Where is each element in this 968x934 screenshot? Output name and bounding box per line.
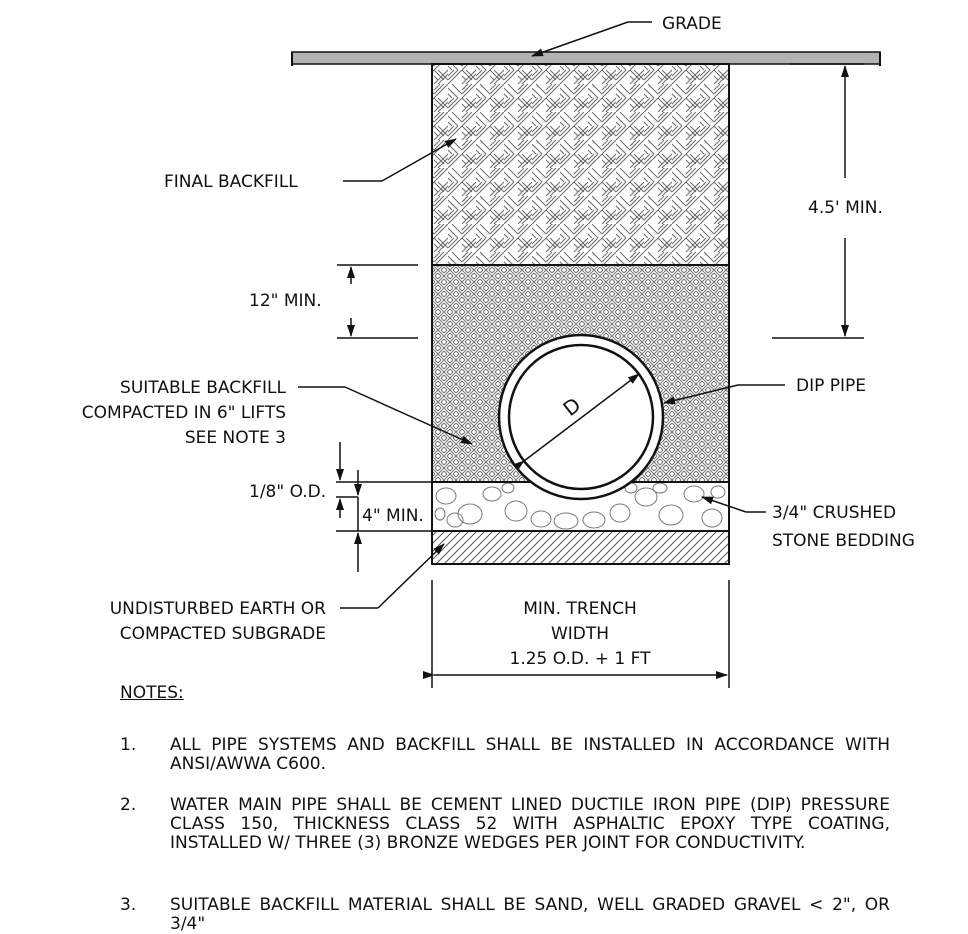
trench-width-line-1: MIN. TRENCH [523, 599, 637, 619]
stone-leader-arrow [701, 496, 747, 513]
grade-leader-arrow [531, 21, 629, 57]
note-text: SUITABLE BACKFILL MATERIAL SHALL BE SAND… [170, 895, 890, 934]
suitable-backfill-line-2: COMPACTED IN 6" LIFTS [82, 403, 286, 423]
note-text: ALL PIPE SYSTEMS AND BACKFILL SHALL BE I… [170, 735, 890, 774]
dip-pipe-leader-arrow [663, 384, 739, 405]
four-min-label: 4" MIN. [362, 506, 424, 526]
trench-width-line-2: WIDTH [551, 624, 609, 644]
suitable-backfill-line-1: SUITABLE BACKFILL [120, 378, 286, 398]
twelve-min-label: 12" MIN. [249, 291, 322, 311]
note-item: 2. WATER MAIN PIPE SHALL BE CEMENT LINED… [120, 796, 890, 853]
stone-bedding-line-2: STONE BEDDING [772, 531, 915, 551]
note-text: WATER MAIN PIPE SHALL BE CEMENT LINED DU… [170, 795, 890, 853]
undisturbed-line-2: COMPACTED SUBGRADE [120, 624, 326, 644]
stone-bedding-line-1: 3/4" CRUSHED [772, 503, 896, 523]
one-eighth-od-label: 1/8" O.D. [249, 482, 326, 502]
grade-surface [291, 51, 881, 65]
final-backfill-label: FINAL BACKFILL [164, 172, 298, 192]
suitable-backfill-leader-arrow [344, 386, 473, 445]
note-number: 2. [120, 795, 137, 815]
grade-label: GRADE [662, 14, 722, 34]
undisturbed-earth-zone [432, 531, 729, 564]
diameter-dimension-line [512, 373, 640, 471]
note-item: 1. ALL PIPE SYSTEMS AND BACKFILL SHALL B… [120, 736, 890, 774]
note-number: 3. [120, 895, 137, 915]
undisturbed-line-1: UNDISTURBED EARTH OR [110, 599, 326, 619]
suitable-backfill-line-3: SEE NOTE 3 [185, 428, 286, 448]
notes-title: NOTES: [120, 683, 184, 703]
final-backfill-zone [432, 64, 729, 265]
note-number: 1. [120, 735, 137, 755]
dip-pipe-label: DIP PIPE [796, 376, 866, 396]
note-item: 3. SUITABLE BACKFILL MATERIAL SHALL BE S… [120, 896, 890, 934]
trench-width-line-3: 1.25 O.D. + 1 FT [510, 649, 652, 669]
final-backfill-leader-arrow [381, 138, 457, 182]
undisturbed-leader-arrow [377, 543, 445, 609]
trench-outline [431, 63, 730, 565]
depth-min-label: 4.5' MIN. [808, 198, 883, 218]
